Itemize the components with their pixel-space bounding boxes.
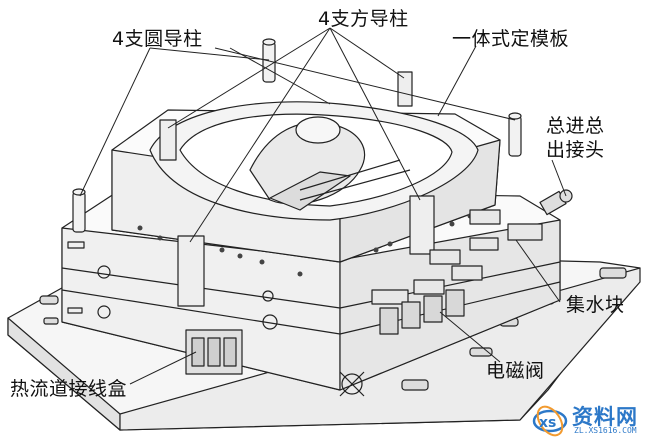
label-main-inlet-outlet: 总进总 出接头 [546, 114, 605, 162]
label-hot-runner-junction-box: 热流道接线盒 [10, 378, 128, 400]
svg-text:xs: xs [539, 415, 556, 431]
round-guide-pillars [72, 38, 522, 233]
solenoid-valves [379, 289, 465, 335]
manifold-block [371, 209, 543, 305]
main-inlet-connector [539, 189, 573, 216]
hot-runner-junction-box [185, 329, 243, 375]
watermark-emblem-icon: xs [532, 405, 568, 437]
watermark-text: 资料网 [572, 405, 638, 429]
label-solenoid-valve: 电磁阀 [486, 360, 545, 382]
label-fixed-plate: 一体式定模板 [452, 28, 570, 50]
square-guide-pillars [159, 71, 435, 307]
label-manifold-block: 集水块 [566, 294, 625, 316]
label-round-guide-pillars: 4支圆导柱 [112, 28, 203, 50]
cooling-fan [339, 371, 365, 397]
watermark-logo: xs 资料网 ZL.XS1616.COM [530, 399, 662, 439]
leader-lines [79, 27, 567, 385]
watermark-url: ZL.XS1616.COM [574, 426, 637, 435]
label-main-inlet-outlet-line2: 出接头 [546, 139, 605, 161]
label-main-inlet-outlet-line1: 总进总 [546, 115, 605, 137]
label-square-guide-pillars: 4支方导柱 [318, 8, 409, 30]
fixed-plate [111, 101, 501, 277]
